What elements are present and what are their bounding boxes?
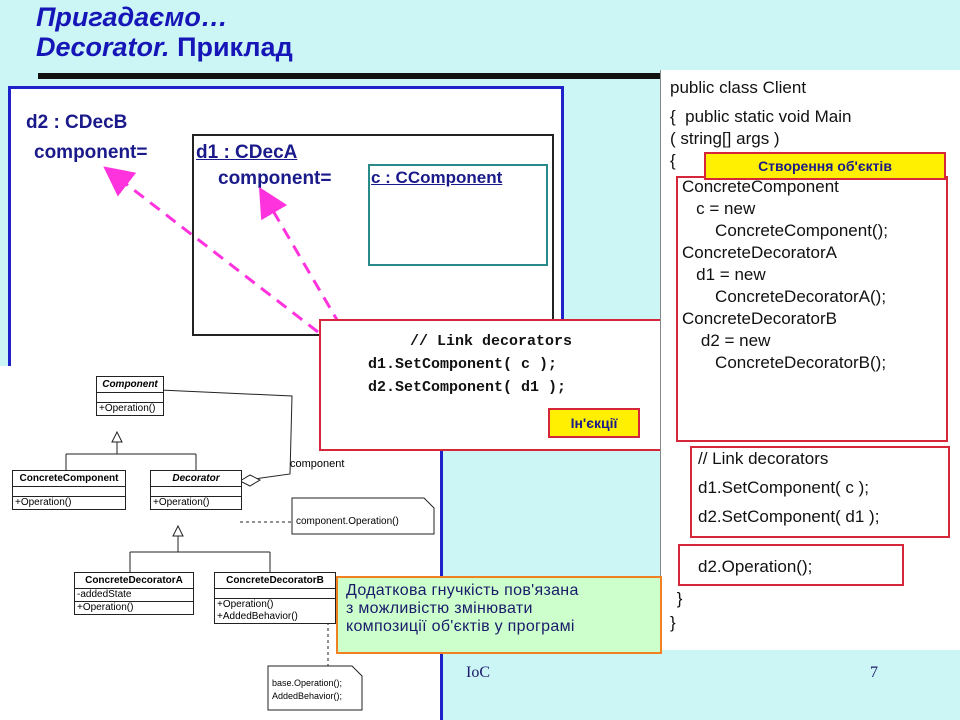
uml-operation: +Operation() (77, 602, 134, 613)
injection-comment: // Link decorators (392, 333, 573, 350)
code-main-decl: { public static void Main (670, 107, 852, 126)
inner-object-c (368, 164, 548, 266)
arrow-to-d1-component (258, 186, 342, 326)
creation-line: ConcreteDecoratorA(); (682, 287, 887, 306)
code-close-brace-outer: } (670, 613, 676, 632)
uml-class-decorator: Decorator +Operation() (150, 470, 242, 510)
uml-class-name: ConcreteDecoratorA (75, 573, 193, 589)
flexibility-note: Додаткова гнучкість пов'язана з можливіс… (336, 576, 662, 654)
uml-operation: +Operation() (217, 599, 274, 610)
flexibility-note-line: Додаткова гнучкість пов'язана (346, 582, 579, 599)
uml-association-label: component (290, 458, 345, 470)
title-suffix: Приклад (169, 32, 293, 62)
uml-class-name: Decorator (151, 471, 241, 487)
operation-call-frame (678, 544, 904, 586)
uml-note-base-operation-line1: base.Operation(); (272, 678, 343, 688)
creation-line: ConcreteDecoratorB(); (682, 353, 887, 372)
link-line: d1.SetComponent( c ); (698, 478, 870, 497)
uml-connectors (65, 389, 435, 711)
uml-operation: +AddedBehavior() (217, 611, 298, 622)
uml-attribute: -addedState (75, 589, 193, 602)
uml-class-name: ConcreteDecoratorB (215, 573, 335, 589)
slide-title-line2: Decorator. Приклад (36, 33, 293, 61)
inner-object-label: c : CComponent (371, 168, 503, 187)
injection-tag: Ін'єкції (548, 408, 640, 438)
title-underline-bar (38, 73, 678, 79)
uml-note-component-operation: component.Operation() (296, 516, 399, 527)
creation-line: ConcreteComponent(); (682, 221, 888, 240)
creation-line: ConcreteDecoratorB (682, 309, 837, 328)
uml-operation: +Operation() (99, 403, 156, 414)
outer-component-label: component= (34, 142, 148, 163)
code-close-brace-inner: } (672, 589, 683, 608)
flexibility-note-line: композиції об'єктів у програмі (346, 618, 575, 635)
creation-line: ConcreteDecoratorA (682, 243, 837, 262)
middle-component-label: component= (218, 168, 332, 189)
slide-title-line1: Пригадаємо… (36, 2, 228, 32)
uml-class-concrete-component: ConcreteComponent +Operation() (12, 470, 126, 510)
arrow-to-d2-component (103, 166, 319, 334)
flexibility-note-line: з можливістю змінювати (346, 600, 533, 617)
creation-tag: Створення об'єктів (704, 152, 946, 180)
code-operation-call: d2.Operation(); (698, 557, 813, 576)
code-open-brace: { (670, 151, 676, 170)
uml-class-component: Component +Operation() (96, 376, 164, 416)
creation-line: c = new (682, 199, 756, 218)
uml-operation: +Operation() (15, 497, 72, 508)
link-line: d2.SetComponent( d1 ); (698, 507, 880, 526)
creation-code-lines: ConcreteComponent c = new ConcreteCompon… (682, 176, 888, 374)
uml-operation: +Operation() (153, 497, 210, 508)
uml-class-name: Component (97, 377, 163, 393)
code-class-decl: public class Client (670, 78, 807, 97)
link-code-lines: // Link decorators d1.SetComponent( c );… (698, 444, 879, 531)
footer-page-number: 7 (870, 664, 878, 681)
uml-class-name: ConcreteComponent (13, 471, 125, 487)
injection-line-c: d1.SetComponent( c ); (368, 356, 558, 373)
footer-course-label: IoC (466, 664, 490, 681)
uml-note-base-operation-line2: AddedBehavior(); (272, 691, 343, 701)
title-pattern-name: Decorator. (36, 32, 170, 62)
code-main-args: ( string[] args ) (670, 129, 780, 148)
link-block-frame (690, 446, 950, 538)
link-line: // Link decorators (698, 449, 829, 468)
middle-object-label: d1 : CDecA (196, 142, 298, 163)
uml-class-decorator-b: ConcreteDecoratorB +Operation() +AddedBe… (214, 572, 336, 624)
injection-line-d1: d2.SetComponent( d1 ); (368, 379, 567, 396)
creation-line: ConcreteComponent (682, 177, 839, 196)
outer-object-label: d2 : CDecB (26, 112, 128, 133)
uml-class-decorator-a: ConcreteDecoratorA -addedState +Operatio… (74, 572, 194, 615)
creation-line: d2 = new (682, 331, 771, 350)
creation-line: d1 = new (682, 265, 766, 284)
